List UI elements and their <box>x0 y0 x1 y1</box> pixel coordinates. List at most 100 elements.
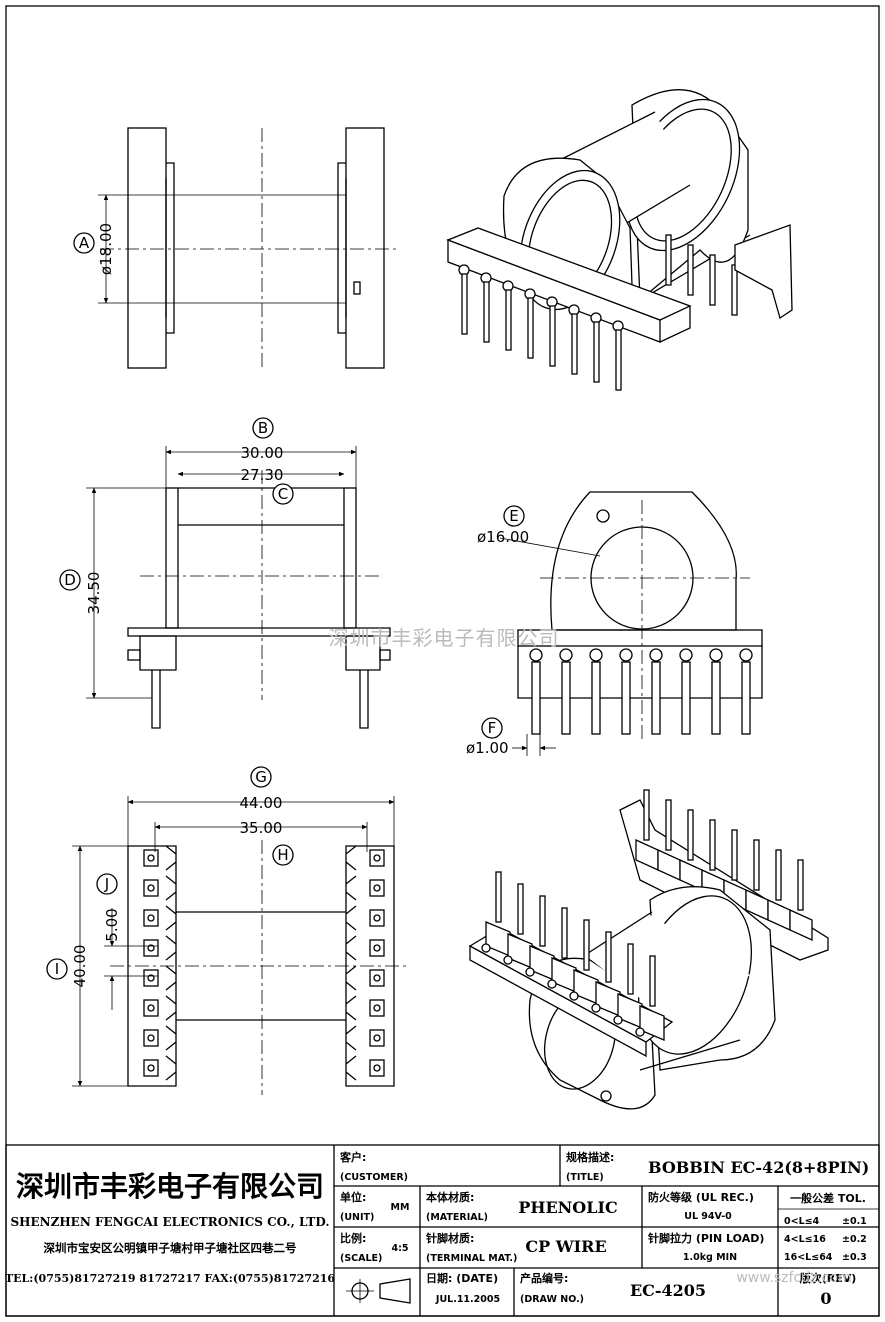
pin-pad <box>143 879 159 897</box>
pin <box>711 661 721 735</box>
svg-text:(DRAW NO.): (DRAW NO.) <box>520 1294 584 1305</box>
svg-text:±0.2: ±0.2 <box>842 1234 867 1245</box>
pad-bevel <box>165 875 177 901</box>
pad-bevel <box>345 995 357 1021</box>
pad-bevel <box>345 905 357 931</box>
pin-hole <box>649 648 663 662</box>
isometric-view-bottom <box>468 789 829 1110</box>
pin-head <box>635 1027 645 1037</box>
pad-bevel <box>345 1055 357 1081</box>
pin <box>627 943 634 995</box>
flange-right <box>345 127 385 369</box>
pin-hole <box>709 648 723 662</box>
svg-text:客户:: 客户: <box>339 1150 366 1164</box>
side-view: ø18.00 A <box>73 127 400 369</box>
svg-text:16<L≤64: 16<L≤64 <box>784 1252 833 1263</box>
pad-bevel <box>165 965 177 991</box>
pin <box>531 661 541 735</box>
pin <box>687 809 694 861</box>
pad-bevel <box>345 935 357 961</box>
svg-text:G: G <box>255 768 267 786</box>
pin-hole <box>147 854 155 862</box>
pad-bevel <box>165 1025 177 1051</box>
svg-text:规格描述:: 规格描述: <box>566 1150 614 1164</box>
svg-text:针脚材质:: 针脚材质: <box>426 1231 474 1245</box>
draw-no-value: EC-4205 <box>630 1281 706 1300</box>
pin-hole <box>373 1064 381 1072</box>
terminal-value: CP WIRE <box>525 1237 606 1256</box>
svg-text:1.0kg MIN: 1.0kg MIN <box>683 1252 737 1263</box>
pin <box>495 871 502 923</box>
marker-c <box>272 483 294 505</box>
svg-text:H: H <box>277 846 288 864</box>
marker-g <box>250 766 272 788</box>
company-name-en: SHENZHEN FENGCAI ELECTRONICS CO., LTD. <box>10 1215 329 1229</box>
pin <box>709 254 716 306</box>
end-view: ø16.00 E ø1.00 F <box>466 491 763 757</box>
isometric-view-top <box>446 89 793 391</box>
svg-text:针脚拉力 (PIN LOAD): 针脚拉力 (PIN LOAD) <box>648 1231 764 1245</box>
dim-a-text: ø18.00 <box>97 223 115 275</box>
pin <box>605 931 612 983</box>
pin-hole <box>679 648 693 662</box>
pin-head <box>547 979 557 989</box>
pad-bevel <box>165 905 177 931</box>
pin-head <box>481 943 491 953</box>
pin-pad <box>143 909 159 927</box>
svg-text:C: C <box>278 485 288 503</box>
svg-text:比例:: 比例: <box>340 1231 366 1245</box>
svg-text:±0.1: ±0.1 <box>842 1216 867 1227</box>
pin <box>615 329 622 391</box>
pin <box>709 819 716 871</box>
svg-text:一般公差 TOL.: 一般公差 TOL. <box>790 1191 866 1205</box>
svg-text:(SCALE): (SCALE) <box>340 1253 382 1264</box>
marker-i <box>46 958 68 980</box>
svg-text:F: F <box>488 719 497 737</box>
svg-text:日期: (DATE): 日期: (DATE) <box>426 1271 498 1285</box>
pin-hole <box>373 884 381 892</box>
dim-h-text: 35.00 <box>240 819 283 837</box>
pin <box>461 273 468 335</box>
pin-head <box>503 955 513 965</box>
pin <box>687 244 694 296</box>
company-phone: TEL:(0755)81727219 81727217 FAX:(0755)81… <box>5 1272 335 1285</box>
svg-text:4:5: 4:5 <box>391 1243 408 1254</box>
pin-hole <box>619 648 633 662</box>
pad-bevel <box>345 875 357 901</box>
pin <box>741 661 751 735</box>
dim-i-text: 40.00 <box>71 945 89 988</box>
dim-c-text: 27.30 <box>241 466 284 484</box>
svg-text:JUL.11.2005: JUL.11.2005 <box>435 1294 500 1305</box>
pad-bevel <box>165 935 177 961</box>
pin-hole <box>373 1034 381 1042</box>
company-name-cn: 深圳市丰彩电子有限公司 <box>16 1170 324 1203</box>
pin <box>561 907 568 959</box>
pin-pad <box>369 879 385 897</box>
pin <box>593 321 600 383</box>
dim-g-text: 44.00 <box>240 794 283 812</box>
svg-text:0<L≤4: 0<L≤4 <box>784 1216 820 1227</box>
title-block: 深圳市丰彩电子有限公司 SHENZHEN FENGCAI ELECTRONICS… <box>5 1144 880 1317</box>
watermark: 深圳市丰彩电子有限公司 <box>329 626 560 650</box>
projection-symbol-icon <box>346 1278 411 1304</box>
pin <box>539 895 546 947</box>
pin-hole <box>589 648 603 662</box>
pad-bevel <box>165 1055 177 1081</box>
bottom-view: 44.00 35.00 40.00 5.00 G H I J <box>46 766 410 1095</box>
pin-hole <box>739 648 753 662</box>
svg-text:D: D <box>64 571 76 589</box>
pin <box>643 789 650 841</box>
pin <box>505 289 512 351</box>
pin-hole <box>147 1004 155 1012</box>
svg-text:E: E <box>509 507 518 525</box>
pin-hole <box>559 648 573 662</box>
pin-hole <box>373 944 381 952</box>
pin-pad <box>369 939 385 957</box>
pin-head <box>525 967 535 977</box>
pin <box>527 297 534 359</box>
pin-hole <box>147 914 155 922</box>
dim-f-text: ø1.00 <box>466 739 509 757</box>
pin-pad <box>369 1059 385 1077</box>
pin-pad <box>369 849 385 867</box>
pin <box>483 281 490 343</box>
